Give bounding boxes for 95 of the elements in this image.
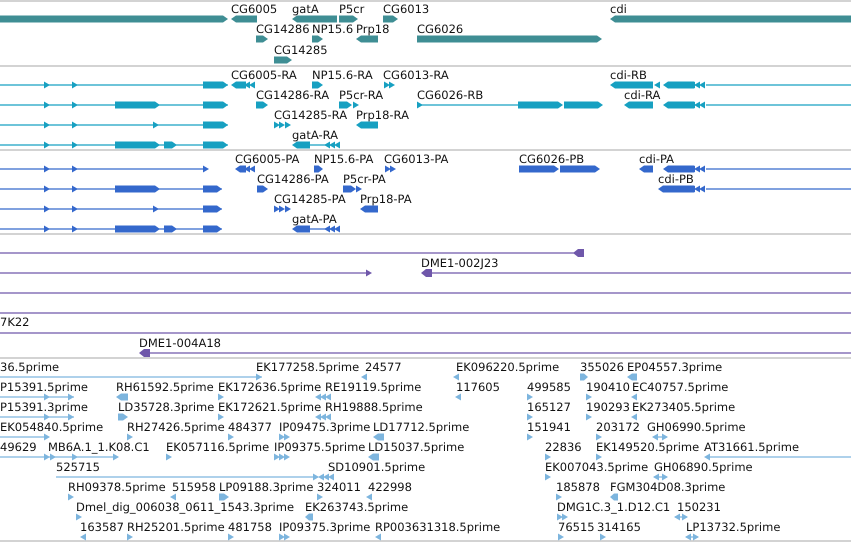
feature-label: 314165 — [597, 520, 641, 534]
feature-label: EP04557.3prime — [627, 360, 722, 374]
feature-label: LP13732.5prime — [686, 520, 780, 534]
feature-label: P5cr-PA — [343, 172, 386, 186]
feature-label: 515958 — [172, 480, 216, 494]
feature-label: 324011 — [317, 480, 361, 494]
feature-label: cdi — [610, 2, 627, 16]
feature-label: 49629 — [0, 440, 37, 454]
feature-label: 76515 — [558, 520, 595, 534]
feature-label: EK057116.5prime — [166, 440, 270, 454]
feature-label: gatA — [292, 2, 319, 16]
feature-label: 7K22 — [0, 315, 30, 329]
feature-label: NP15.6-RA — [312, 68, 373, 82]
feature-label: LP09188.3prime — [219, 480, 314, 494]
feature-label: Prp18 — [356, 22, 390, 36]
feature-label: EK177258.5prime — [256, 360, 360, 374]
feature-label: P5cr-RA — [339, 88, 384, 102]
feature-label: LD35728.3prime — [118, 400, 214, 414]
feature-label: P15391.3prime — [0, 400, 88, 414]
feature-label: DMG1C.3_1.D12.C1 — [557, 500, 670, 514]
feature-label: NP15.6 — [312, 22, 354, 36]
feature-label: RH61592.5prime — [116, 380, 214, 394]
feature-label: 481758 — [228, 520, 272, 534]
feature-label: EK273405.5prime — [632, 400, 736, 414]
feature-label: 24577 — [365, 360, 402, 374]
feature-label: 484377 — [228, 420, 272, 434]
feature-label: CG14285-RA — [274, 108, 348, 122]
feature-label: SD10901.5prime — [328, 460, 426, 474]
feature-label: 165127 — [527, 400, 571, 414]
feature-label: IP09375.5prime — [274, 440, 366, 454]
feature-label: GH06890.5prime — [654, 460, 753, 474]
feature-label: CG14285-PA — [274, 192, 346, 206]
feature-label: GH06990.5prime — [647, 420, 746, 434]
feature-label: MB6A.1_1.K08.C1 — [48, 440, 150, 454]
feature-label: EK096220.5prime — [456, 360, 560, 374]
feature-label: 355026 — [580, 360, 624, 374]
feature-label: LD17712.5prime — [373, 420, 470, 434]
feature-label: gatA-PA — [292, 212, 337, 226]
feature-label: CG14285 — [274, 43, 328, 57]
feature-label: IP09475.3prime — [279, 420, 370, 434]
feature-label: FGM304D08.3prime — [610, 480, 726, 494]
feature-label: CG6026 — [417, 22, 464, 36]
feature-label: P5cr — [339, 2, 364, 16]
feature-label: 163587 — [80, 520, 124, 534]
feature-label: 190410 — [586, 380, 630, 394]
feature-label: RH27426.5prime — [127, 420, 225, 434]
feature-label: DME1-004A18 — [139, 336, 221, 350]
feature-label: 22836 — [545, 440, 582, 454]
feature-label: gatA-RA — [292, 128, 338, 142]
feature-label: 203172 — [596, 420, 640, 434]
feature-label: EK054840.5prime — [0, 420, 104, 434]
feature-label: Prp18-RA — [356, 108, 409, 122]
feature-label: 422998 — [368, 480, 412, 494]
feature-label: 151941 — [527, 420, 571, 434]
feature-label: CG6005-RA — [231, 68, 297, 82]
feature-label: CG6013-RA — [383, 68, 449, 82]
feature-label: CG14286-RA — [256, 88, 330, 102]
feature-label: CG6026-RB — [417, 88, 484, 102]
feature-label: NP15.6-PA — [314, 152, 374, 166]
feature-label: LD15037.5prime — [368, 440, 464, 454]
feature-label: AT31661.5prime — [704, 440, 800, 454]
feature-label: 185878 — [556, 480, 600, 494]
feature-label: 36.5prime — [0, 360, 60, 374]
feature-label: 499585 — [527, 380, 571, 394]
feature-label: cdi-RB — [610, 68, 647, 82]
feature-label: RH19888.5prime — [325, 400, 423, 414]
feature-label: Prp18-PA — [360, 192, 412, 206]
feature-label: CG6026-PB — [519, 152, 584, 166]
feature-label: cdi-PB — [658, 172, 694, 186]
feature-label: CG6005-PA — [235, 152, 300, 166]
feature-label: RH09378.5prime — [68, 480, 166, 494]
feature-label: 117605 — [456, 380, 500, 394]
feature-label: CG6013-PA — [384, 152, 448, 166]
feature-label: EK172636.5prime — [218, 380, 322, 394]
feature-label: EC40757.5prime — [632, 380, 728, 394]
feature-label: CG6005 — [231, 2, 278, 16]
feature-label: Dmel_dig_006038_0611_1543.3prime — [76, 500, 294, 514]
feature-label: cdi-RA — [624, 88, 660, 102]
feature-label: IP09375.3prime — [279, 520, 370, 534]
feature-label: cdi-PA — [639, 152, 674, 166]
feature-label: CG14286 — [256, 22, 310, 36]
feature-label: EK263743.5prime — [305, 500, 408, 514]
feature-label: RE19119.5prime — [325, 380, 422, 394]
feature-label: EK007043.5prime — [545, 460, 648, 474]
feature-label: 525715 — [56, 460, 100, 474]
feature-label: P15391.5prime — [0, 380, 88, 394]
feature-label: RH25201.5prime — [127, 520, 225, 534]
feature-label: CG14286-PA — [257, 172, 329, 186]
feature-label: CG6013 — [383, 2, 430, 16]
feature-label: RP003631318.5prime — [375, 520, 500, 534]
feature-label: 150231 — [677, 500, 721, 514]
feature-label: DME1-002J23 — [421, 256, 498, 270]
feature-label: 190293 — [586, 400, 630, 414]
feature-label: EK172621.5prime — [218, 400, 322, 414]
feature-label: EK149520.5prime — [596, 440, 700, 454]
